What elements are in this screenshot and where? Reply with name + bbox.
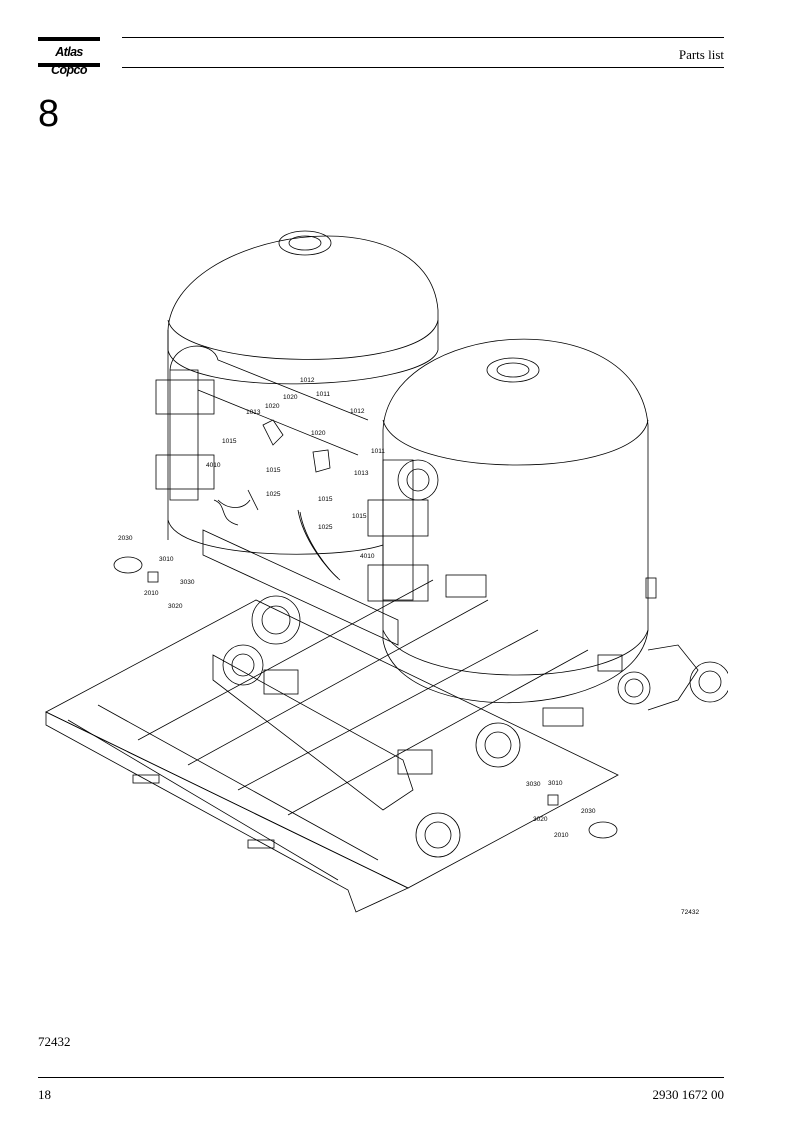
callout-1020: 1020 [265, 403, 280, 410]
callout-1013: 1013 [246, 409, 261, 416]
atlas-copco-logo: Atlas Copco [38, 37, 100, 77]
footer-rule [38, 1077, 724, 1078]
callout-3020: 3020 [533, 816, 548, 823]
callout-4010: 4010 [206, 462, 221, 469]
callout-labels: 1012 1020 1011 1013 1012 1020 1020 1011 … [118, 377, 699, 916]
document-number: 2930 1672 00 [652, 1087, 725, 1102]
page-number: 18 [38, 1087, 51, 1102]
technical-drawing: 1012 1020 1011 1013 1012 1020 1020 1011 … [45, 230, 728, 916]
header-rule-bottom [122, 67, 724, 68]
callout-4010: 4010 [360, 553, 375, 560]
header-title: Parts list [678, 47, 724, 62]
callout-1020: 1020 [311, 430, 326, 437]
callout-1013: 1013 [354, 470, 369, 477]
callout-1011: 1011 [371, 448, 385, 455]
callout-1025: 1025 [318, 524, 333, 531]
callout-2010: 2010 [144, 590, 159, 597]
callout-2030: 2030 [581, 808, 596, 815]
callout-3030: 3030 [180, 579, 195, 586]
callout-1025: 1025 [266, 491, 281, 498]
callout-1015: 1015 [266, 467, 281, 474]
callout-3010: 3010 [159, 556, 174, 563]
callout-1020: 1020 [283, 394, 298, 401]
callout-2030: 2030 [118, 535, 133, 542]
section-number: 8 [38, 93, 60, 135]
front-tank [382, 338, 657, 704]
figure-caption: 72432 [38, 1034, 71, 1049]
callout-2010: 2010 [554, 832, 569, 839]
callout-1011: 1011 [316, 391, 330, 398]
callout-3030: 3030 [526, 781, 541, 788]
callout-1012: 1012 [350, 408, 365, 415]
callout-1015: 1015 [352, 513, 367, 520]
piping [155, 345, 728, 858]
callout-3020: 3020 [168, 603, 183, 610]
callout-1015: 1015 [222, 438, 237, 445]
small-parts [113, 419, 618, 839]
base-frame [45, 579, 619, 913]
drawing-number: 72432 [681, 909, 699, 916]
callout-1012: 1012 [300, 377, 315, 384]
header-rule-top [122, 37, 724, 38]
logo-text: Atlas Copco [51, 45, 87, 77]
callout-3010: 3010 [548, 780, 563, 787]
rear-tank [167, 230, 439, 555]
callout-1015: 1015 [318, 496, 333, 503]
